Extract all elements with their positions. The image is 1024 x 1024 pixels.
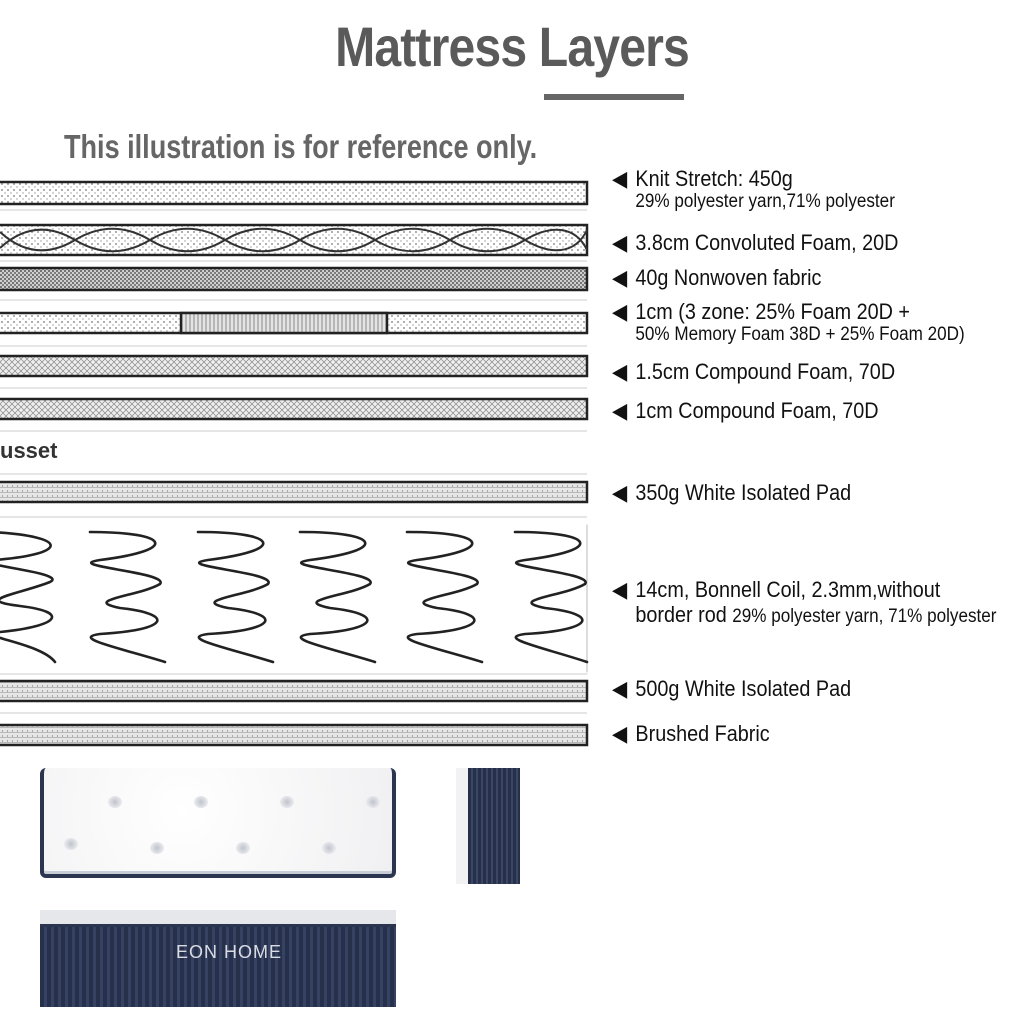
brand-logo: EON HOME <box>176 942 283 962</box>
label-isolated-pad-350g: ◀350g White Isolated Pad <box>612 480 852 505</box>
layer-nonwoven-fabric <box>0 266 589 301</box>
layer-diagram <box>0 180 589 747</box>
tuft <box>322 842 336 854</box>
tuft <box>280 796 294 808</box>
label-bonnell-coil: ◀14cm, Bonnell Coil, 2.3mm,without borde… <box>612 577 997 628</box>
label-brushed-fabric: ◀Brushed Fabric <box>612 721 770 746</box>
mattress-top-view <box>40 768 396 878</box>
layer-bonnell-coil <box>0 524 589 675</box>
title-underline <box>544 94 684 100</box>
coil-spring <box>0 531 57 664</box>
left-triangle-icon: ◀ <box>612 265 628 290</box>
label-knit-stretch: ◀Knit Stretch: 450g 29% polyester yarn,7… <box>612 166 895 213</box>
tuft <box>108 796 122 808</box>
label-nonwoven-fabric: ◀40g Nonwoven fabric <box>612 265 822 290</box>
mattress-side-view <box>456 768 520 884</box>
disclaimer-text: This illustration is for reference only. <box>64 128 538 165</box>
layer-compound-foam-1cm <box>0 397 589 432</box>
coil-spring <box>405 530 484 664</box>
mattress-front-pillow-top <box>40 910 396 927</box>
left-triangle-icon: ◀ <box>612 299 628 324</box>
left-triangle-icon: ◀ <box>612 359 628 384</box>
coil-spring <box>88 530 167 664</box>
left-triangle-icon: ◀ <box>612 676 628 701</box>
left-triangle-icon: ◀ <box>612 166 628 191</box>
left-triangle-icon: ◀ <box>612 721 628 746</box>
left-triangle-icon: ◀ <box>612 480 628 505</box>
layer-convoluted-foam <box>0 223 589 262</box>
coil-spring <box>196 530 275 664</box>
left-triangle-icon: ◀ <box>612 398 628 423</box>
layer-brushed-fabric <box>0 723 589 747</box>
left-triangle-icon: ◀ <box>612 577 628 602</box>
page-title: Mattress Layers <box>335 15 690 78</box>
layer-compound-foam-1-5cm <box>0 354 589 389</box>
layer-knit-stretch <box>0 180 589 211</box>
label-convoluted-foam: ◀3.8cm Convoluted Foam, 20D <box>612 230 899 255</box>
gusset-label: usset <box>0 438 58 463</box>
left-triangle-icon: ◀ <box>612 230 628 255</box>
label-compound-foam-1cm: ◀1cm Compound Foam, 70D <box>612 398 879 423</box>
mattress-front-view <box>40 927 396 1007</box>
tuft <box>194 796 208 808</box>
tuft <box>236 842 250 854</box>
layer-three-zone-foam <box>0 311 589 347</box>
label-isolated-pad-500g: ◀500g White Isolated Pad <box>612 676 852 701</box>
tuft <box>64 838 78 850</box>
layer-isolated-pad-500g <box>0 679 589 714</box>
tuft <box>366 796 380 808</box>
layer-isolated-pad-350g <box>0 480 589 518</box>
coil-spring <box>513 530 589 664</box>
coil-spring <box>298 530 377 664</box>
label-three-zone-foam: ◀1cm (3 zone: 25% Foam 20D + 50% Memory … <box>612 299 965 346</box>
tuft <box>150 842 164 854</box>
label-compound-foam-1-5cm: ◀1.5cm Compound Foam, 70D <box>612 359 896 384</box>
